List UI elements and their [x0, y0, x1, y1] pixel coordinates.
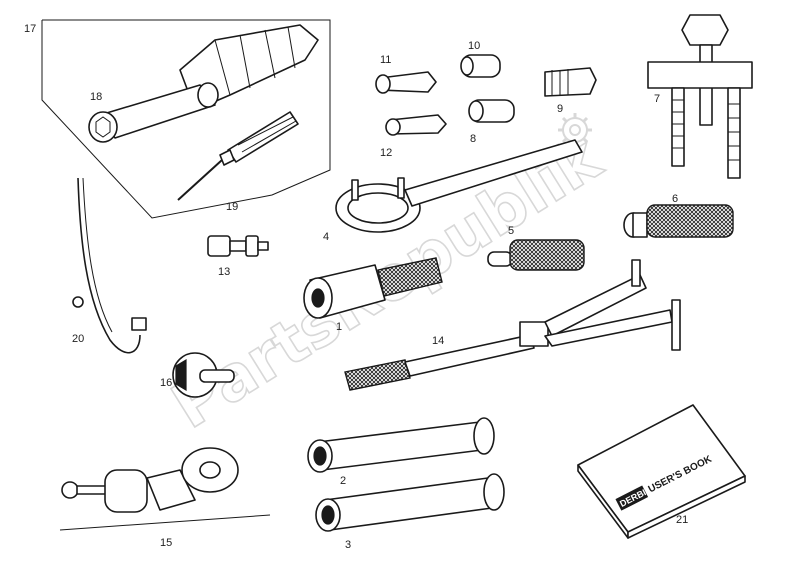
bolt-extractor-icon [207, 235, 269, 257]
callout-8: 8 [470, 133, 476, 145]
flywheel-holder-icon [172, 352, 235, 398]
callout-4: 4 [323, 231, 329, 243]
puller-set-icon [59, 447, 271, 531]
callout-12: 12 [380, 147, 392, 159]
callout-labels: 17 18 19 13 20 16 15 11 10 9 12 8 7 4 5 … [24, 23, 688, 551]
screwdriver-icon [177, 111, 299, 201]
callout-15: 15 [160, 537, 172, 549]
callout-11: 11 [380, 54, 391, 66]
callout-13: 13 [218, 266, 230, 278]
knurled-drift-5-icon [487, 239, 585, 271]
splined-socket-9-icon [544, 67, 597, 97]
callout-16: 16 [160, 377, 172, 389]
callout-18: 18 [90, 91, 102, 103]
callout-14: 14 [432, 335, 444, 347]
bushing-11-icon [375, 71, 437, 94]
callout-6: 6 [672, 193, 678, 205]
callout-1: 1 [336, 321, 342, 333]
tube-2-icon [307, 417, 495, 473]
callout-3: 3 [345, 539, 351, 551]
callout-5: 5 [508, 225, 514, 237]
bushing-8-icon [468, 99, 515, 123]
cable-wire-icon [72, 177, 147, 354]
callout-9: 9 [557, 103, 563, 115]
pin-wrench-14-icon [344, 259, 681, 391]
bushing-10-icon [460, 54, 501, 78]
tube-3-icon [315, 473, 505, 532]
ring-pin-wrench-icon [335, 139, 583, 233]
bearing-puller-icon [647, 14, 753, 179]
users-book-icon: DERBI USER'S BOOK [577, 404, 746, 539]
knurled-drift-6-icon [623, 204, 734, 238]
toolkit-frame [41, 19, 331, 219]
callout-19: 19 [226, 201, 238, 213]
callout-10: 10 [468, 40, 480, 52]
bushing-12-icon [385, 114, 447, 136]
callout-7: 7 [654, 93, 660, 105]
callout-17: 17 [24, 23, 36, 35]
socket-handle-1-icon [303, 257, 443, 319]
callout-21: 21 [676, 514, 688, 526]
callout-2: 2 [340, 475, 346, 487]
box-spanner-icon [88, 82, 219, 143]
callout-20: 20 [72, 333, 84, 345]
